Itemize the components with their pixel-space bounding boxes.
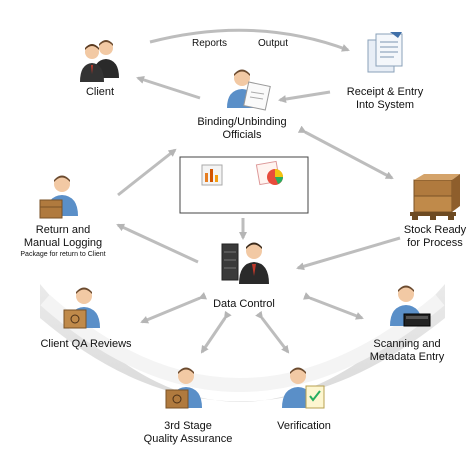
arrow-client-to-receipt	[149, 28, 350, 52]
arrow-stock-to-datacontrol	[296, 236, 401, 271]
arrow-datacontrol-to-return	[116, 223, 199, 264]
data-control-label-text: Data Control	[213, 298, 275, 310]
scanning-icon	[390, 285, 431, 327]
client-qa-icon	[63, 287, 100, 329]
process-arc-band-inner	[40, 294, 445, 392]
binding-label: Binding/Unbinding Officials	[182, 116, 302, 142]
stock-label-line2: for Process	[407, 237, 463, 249]
stock-label-line1: Stock Ready	[403, 224, 467, 236]
stock-label: Stock Ready for Process	[396, 224, 474, 250]
scanning-label: Scanning and Metadata Entry	[352, 338, 462, 364]
arrow-binding-to-client	[136, 76, 201, 100]
binding-label-line1: Binding/Unbinding	[197, 116, 287, 128]
stock-boxes-icon	[410, 174, 460, 220]
scanning-label-line1: Scanning and	[373, 338, 441, 350]
output-chart-icon	[255, 160, 283, 186]
return-label-line2: Manual Logging	[23, 237, 103, 249]
data-control-server-icon	[221, 242, 269, 284]
scanning-label-line2: Metadata Entry	[369, 351, 445, 363]
third-stage-qa-icon	[165, 367, 202, 409]
client-label-text: Client	[85, 86, 115, 98]
arrow-binding-stock	[297, 125, 394, 180]
return-label-note: Package for return to Client	[20, 251, 106, 258]
client-label: Client	[70, 86, 130, 99]
flow-arrows	[116, 28, 401, 354]
receipt-documents-icon	[367, 32, 403, 73]
return-label-line1: Return and	[35, 224, 91, 236]
arrow-datacontrol-thirdstage	[200, 310, 232, 354]
verification-icon	[282, 367, 325, 409]
binding-label-line2: Officials	[222, 129, 262, 141]
reports-output-box	[179, 156, 309, 214]
reports-icon	[201, 164, 223, 186]
process-arc-band	[40, 284, 445, 402]
client-people-icon	[80, 40, 119, 82]
arrow-datacontrol-clientqa	[140, 292, 208, 324]
receipt-label-line1: Receipt & Entry	[346, 86, 424, 98]
third-stage-label-line1: 3rd Stage	[164, 420, 212, 432]
verification-label-text: Verification	[277, 420, 331, 432]
verification-label: Verification	[256, 420, 352, 433]
arrow-receipt-to-binding	[278, 90, 331, 104]
client-qa-label-text: Client QA Reviews	[40, 338, 132, 350]
arrow-return-to-binding	[117, 148, 177, 197]
binding-official-icon	[227, 69, 271, 111]
receipt-label-line2: Into System	[355, 99, 415, 111]
data-control-label: Data Control	[196, 298, 292, 311]
return-logging-icon	[39, 175, 78, 219]
client-qa-label: Client QA Reviews	[26, 338, 146, 351]
return-logging-label: Return and Manual Logging Package for re…	[0, 224, 126, 259]
third-stage-label: 3rd Stage Quality Assurance	[128, 420, 248, 446]
reports-label: Reports	[192, 38, 228, 49]
arrow-datacontrol-verification	[255, 310, 290, 354]
arrow-datacontrol-scanning	[302, 292, 364, 320]
output-label: Output	[258, 38, 289, 49]
third-stage-label-line2: Quality Assurance	[143, 433, 233, 445]
receipt-label: Receipt & Entry Into System	[330, 86, 440, 112]
